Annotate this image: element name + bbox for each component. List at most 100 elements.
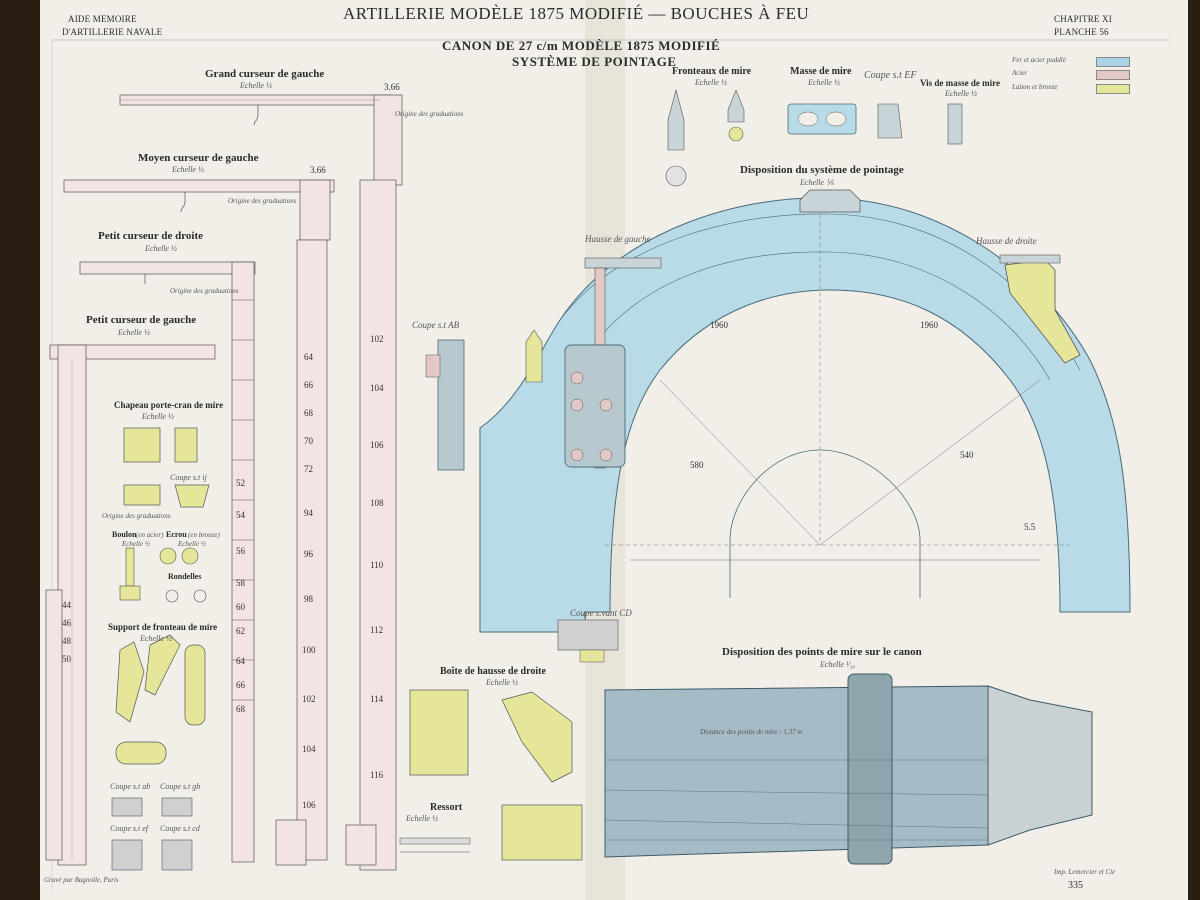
scale-strip-1 bbox=[275, 239, 328, 866]
scale-1-n9: 102 bbox=[302, 694, 316, 704]
support-drawing bbox=[115, 634, 206, 765]
page-number: 335 bbox=[1068, 880, 1083, 891]
dim-2: 1960 bbox=[920, 320, 938, 330]
coupe-ab-drawing bbox=[425, 339, 465, 471]
ressort-scale: Echelle ½ bbox=[406, 814, 438, 823]
imprint: Imp. Lemercier et Cie bbox=[1054, 868, 1116, 876]
petit-droite-title: Petit curseur de droite bbox=[98, 230, 203, 242]
coupe-ef-title: Coupe s.t EF bbox=[864, 70, 917, 81]
boite-title: Boîte de hausse de droite bbox=[440, 666, 546, 677]
ecrou-note: (en bronze) bbox=[188, 531, 220, 539]
support-scale: Echelle ½ bbox=[140, 634, 172, 643]
header-right-line1: CHAPITRE XI bbox=[1054, 14, 1112, 24]
petit-droite-scale: Echelle ½ bbox=[145, 244, 177, 253]
dim-4: 540 bbox=[960, 450, 974, 460]
legend-swatch-2 bbox=[1096, 70, 1130, 80]
legend-swatch-3 bbox=[1096, 84, 1130, 94]
scale-2-n0: 102 bbox=[370, 334, 384, 344]
chapeau-drawing bbox=[123, 427, 210, 508]
coupe-cd-title: Coupe s.vant CD bbox=[570, 608, 632, 618]
left-tick-n9: 62 bbox=[236, 626, 245, 636]
scale-1-n8: 100 bbox=[302, 645, 316, 655]
masse-scale: Echelle ½ bbox=[808, 78, 840, 87]
header-right-line2: PLANCHE 56 bbox=[1054, 27, 1109, 37]
left-tick-n11: 66 bbox=[236, 680, 245, 690]
left-tick-n5: 54 bbox=[236, 510, 245, 520]
moyen-curseur-drawing bbox=[63, 179, 335, 241]
scale-strip-2 bbox=[345, 179, 397, 871]
coupe-ab-label: Coupe s.t ab bbox=[110, 782, 151, 791]
masse-title: Masse de mire bbox=[790, 66, 852, 77]
scale-2-n3: 108 bbox=[370, 498, 384, 508]
chapeau-title: Chapeau porte-cran de mire bbox=[114, 400, 224, 410]
scale-2-n5: 112 bbox=[370, 625, 384, 635]
boulon-drawing bbox=[119, 547, 207, 603]
rondelles-title: Rondelles bbox=[168, 572, 202, 581]
points-mire-inner: Distance des points de mire : 1.37 m bbox=[700, 728, 803, 736]
scale-1-n3: 70 bbox=[304, 436, 313, 446]
grand-curseur-origin: Origine des graduations bbox=[395, 110, 464, 118]
scale-1-n2: 68 bbox=[304, 408, 313, 418]
petit-gauche-scale: Echelle ½ bbox=[118, 328, 150, 337]
scale-1-n6: 96 bbox=[304, 549, 313, 559]
boulon-note: (en acier) bbox=[136, 531, 164, 539]
hausse-gauche-label: Hausse de gauche bbox=[585, 234, 651, 244]
ecrou-title: Ecrou bbox=[166, 530, 187, 539]
moyen-curseur-origin: Origine des graduations bbox=[228, 197, 297, 205]
coupe-ab-title: Coupe s.t AB bbox=[412, 320, 460, 330]
coupe-cd-label: Coupe s.t cd bbox=[160, 824, 200, 833]
engraver-credit: Gravé par Bagnolle, Paris bbox=[44, 876, 119, 884]
boulon-scale: Echelle ½ bbox=[122, 540, 150, 548]
ecrou-scale: Echelle ½ bbox=[178, 540, 206, 548]
chapeau-scale: Echelle ½ bbox=[142, 412, 174, 421]
boite-hausse-drawing bbox=[409, 689, 583, 861]
legend-label-1: Fer et acier puddlé bbox=[1012, 56, 1066, 64]
left-tick-n3: 50 bbox=[62, 654, 71, 664]
left-tick-n2: 48 bbox=[62, 636, 71, 646]
subtitle-line2: SYSTÈME DE POINTAGE bbox=[512, 54, 677, 69]
vis-title: Vis de masse de mire bbox=[920, 78, 1000, 88]
dim-1: 1960 bbox=[710, 320, 728, 330]
dim-3: 580 bbox=[690, 460, 704, 470]
scale-1-n1: 66 bbox=[304, 380, 313, 390]
left-tick-n6: 56 bbox=[236, 546, 245, 556]
coupe-cd-drawing bbox=[557, 619, 619, 663]
scale-1-n4: 72 bbox=[304, 464, 313, 474]
scale-1-n5: 94 bbox=[304, 508, 313, 518]
scale-1-n7: 98 bbox=[304, 594, 313, 604]
fronteaux-drawing bbox=[665, 88, 745, 187]
scale-1-n11: 106 bbox=[302, 800, 316, 810]
petit-curseur-droite-drawing bbox=[79, 261, 256, 863]
left-tick-n4: 52 bbox=[236, 478, 245, 488]
header-left-line2: D'ARTILLERIE NAVALE bbox=[62, 27, 163, 37]
coupe-ef-label: Coupe s.t ef bbox=[110, 824, 148, 833]
left-tick-n1: 46 bbox=[62, 618, 71, 628]
gun-barrel-drawing bbox=[604, 673, 1093, 865]
header-left-line1: AIDE MEMOIRE bbox=[68, 14, 137, 24]
hausse-droite-label: Hausse de droite bbox=[976, 236, 1037, 246]
left-tick-n12: 68 bbox=[236, 704, 245, 714]
boite-scale: Echelle ½ bbox=[486, 678, 518, 687]
legend-label-2: Acier bbox=[1012, 69, 1028, 77]
legend-label-3: Laiton et bronze bbox=[1012, 83, 1058, 91]
scale-2-n4: 110 bbox=[370, 560, 384, 570]
ressort-title: Ressort bbox=[430, 802, 463, 813]
legend-swatch-1 bbox=[1096, 57, 1130, 67]
subtitle-line1: CANON DE 27 c/m MODÈLE 1875 MODIFIÉ bbox=[442, 38, 721, 53]
coupe-gh-label: Coupe s.t gh bbox=[160, 782, 201, 791]
moyen-curseur-scale: Echelle ½ bbox=[172, 165, 204, 174]
plate: AIDE MEMOIRE D'ARTILLERIE NAVALE ARTILLE… bbox=[40, 0, 1188, 900]
support-title: Support de fronteau de mire bbox=[108, 622, 218, 632]
scale-2-n7: 116 bbox=[370, 770, 384, 780]
left-tick-n10: 64 bbox=[236, 656, 245, 666]
chapeau-coupe: Coupe s.t ij bbox=[170, 473, 207, 482]
disposition-scale: Echelle ⅕ bbox=[800, 178, 834, 187]
moyen-curseur-dim: 3.66 bbox=[310, 165, 326, 175]
grand-curseur-title: Grand curseur de gauche bbox=[205, 68, 325, 80]
chapeau-origin: Origine des graduations bbox=[102, 512, 171, 520]
scale-1-n10: 104 bbox=[302, 744, 316, 754]
grand-curseur-scale: Echelle ½ bbox=[240, 81, 272, 90]
points-mire-title: Disposition des points de mire sur le ca… bbox=[722, 646, 922, 658]
dim-5: 5.5 bbox=[1024, 522, 1036, 532]
page-title: ARTILLERIE MODÈLE 1875 MODIFIÉ — BOUCHES… bbox=[343, 4, 810, 23]
